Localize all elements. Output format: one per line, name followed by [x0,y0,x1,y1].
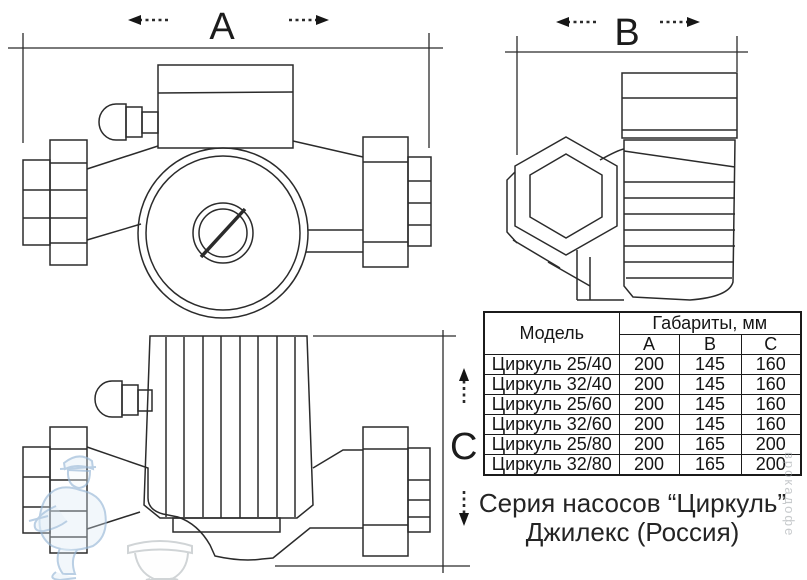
dim-a-arrow-right-icon [289,15,329,25]
hex-union-nut [506,136,618,256]
cell-b: 145 [678,374,742,395]
cable-gland [98,103,159,141]
terminal-box-side [621,72,738,139]
cell-a: 200 [618,434,680,455]
cell-model: Циркуль 25/60 [483,394,620,415]
cell-c: 160 [740,374,802,395]
union-nut-left-top [22,426,88,554]
cell-model: Циркуль 32/40 [483,374,620,395]
dim-b-arrow-left-icon [556,17,596,27]
table-row: Циркуль 25/60 200 145 160 [483,394,802,415]
motor-body-side [623,139,736,301]
cell-c: 160 [740,394,802,415]
dim-a-label: A [209,6,235,48]
header-col-b: B [678,334,742,355]
cell-c: 160 [740,414,802,435]
caption-line-2: Джилекс (Россия) [525,517,740,547]
vent-screw [192,202,254,264]
table-row: Циркуль 25/80 200 165 200 [483,434,802,455]
cell-model: Циркуль 32/60 [483,414,620,435]
volute-outline [86,446,363,561]
header-col-a: A [618,334,680,355]
table-row: Циркуль 32/60 200 145 160 [483,414,802,435]
cell-a: 200 [618,454,680,476]
cell-b: 145 [678,394,742,415]
header-dimensions-group: Габариты, мм [618,311,802,335]
cell-b: 145 [678,414,742,435]
dim-c-arrow-up-icon [459,368,469,403]
dimensions-table: Модель Габариты, мм A B C Циркуль 25/40 … [483,311,802,476]
cell-model: Циркуль 25/40 [483,354,620,375]
pump-top-view [22,335,431,561]
watermark-plumber-icon [28,455,107,580]
header-model: Модель [483,311,620,355]
cell-c: 200 [740,454,802,476]
cell-c: 200 [740,434,802,455]
table-row: Циркуль 32/40 200 145 160 [483,374,802,395]
caption: Серия насосов “Циркуль” Джилекс (Россия) [458,489,807,547]
table-row: Циркуль 32/80 200 165 200 [483,454,802,476]
cell-a: 200 [618,394,680,415]
cell-a: 200 [618,374,680,395]
union-nut-left [22,139,88,266]
motor-body-top [143,335,314,533]
cell-a: 200 [618,354,680,375]
caption-line-1: Серия насосов “Циркуль” [478,488,787,518]
table-row: Циркуль 25/40 200 145 160 [483,354,802,375]
watermark-toilet-icon [127,540,193,580]
header-col-c: C [740,334,802,355]
pump-housing-side [512,148,625,301]
cell-model: Циркуль 32/80 [483,454,620,476]
dimension-a: A [8,6,443,148]
dim-b-arrow-right-icon [660,17,700,27]
dim-c-label: C [450,426,477,468]
pump-body-circle [137,147,309,319]
cell-b: 145 [678,354,742,375]
dim-a-arrow-left-icon [128,15,168,25]
cell-c: 160 [740,354,802,375]
cell-model: Циркуль 25/80 [483,434,620,455]
pump-side-view [506,72,738,301]
dimension-b: B [505,12,748,155]
cell-b: 165 [678,434,742,455]
union-nut-right [362,136,432,268]
terminal-box [157,64,294,149]
watermark-text: врокадофе [782,452,797,538]
cell-b: 165 [678,454,742,476]
cell-a: 200 [618,414,680,435]
union-nut-right-top [362,426,431,557]
motor-foot [172,517,281,533]
dim-c-arrow-down-icon [459,491,469,526]
cable-gland-top [94,380,153,418]
dimension-c: C [275,330,477,573]
dim-b-label: B [614,12,639,54]
pump-front-view [22,64,432,319]
